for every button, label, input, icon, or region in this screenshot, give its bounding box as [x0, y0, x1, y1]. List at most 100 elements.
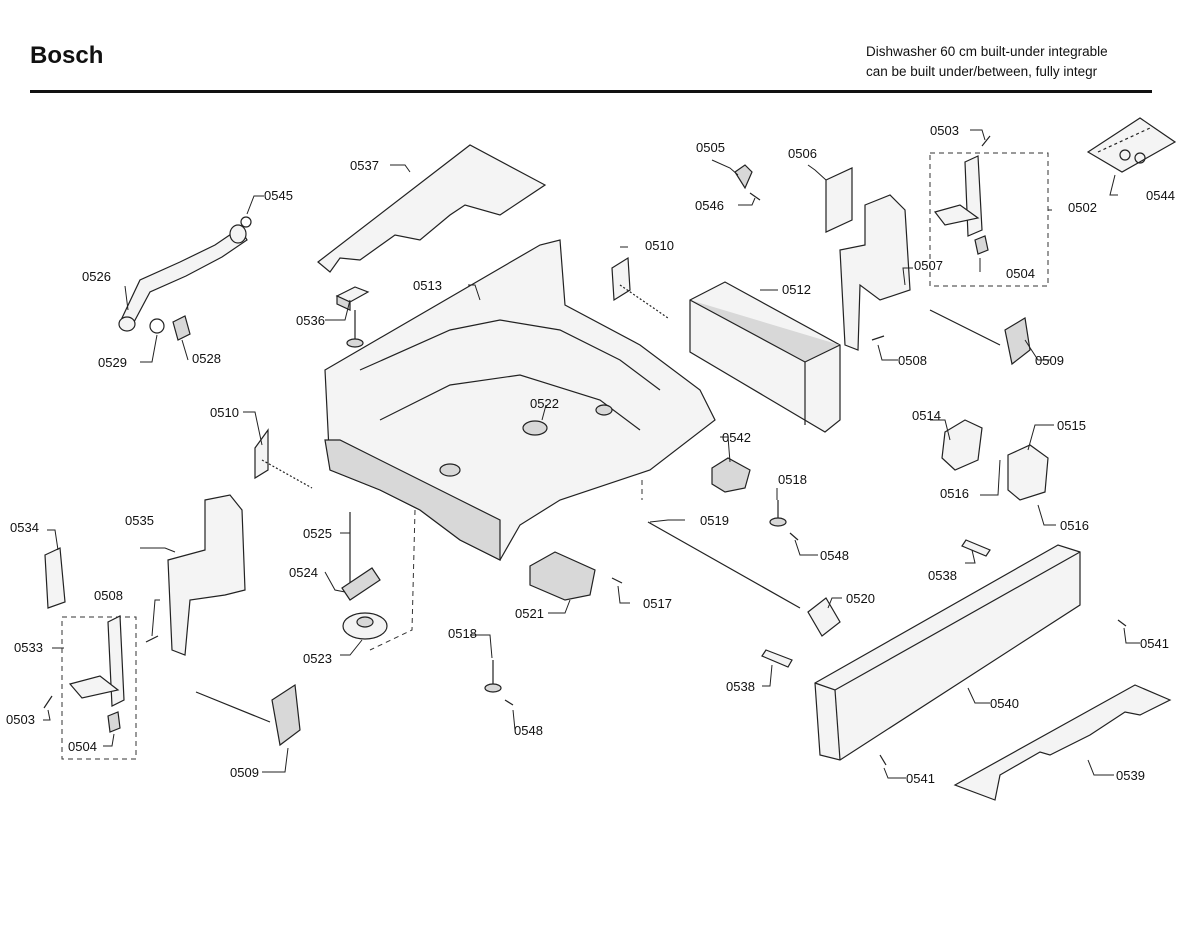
label-0506: 0506	[788, 146, 817, 161]
description-line-2: can be built under/between, fully integr	[866, 64, 1098, 79]
part-0503-screw-lower	[43, 695, 53, 709]
label-0528: 0528	[192, 351, 221, 366]
part-0540-front-panel	[814, 544, 1081, 761]
part-0505-knob	[734, 164, 753, 190]
part-0507-side-plate	[839, 194, 911, 351]
part-0514-holder	[941, 419, 983, 471]
part-0515-cover	[1007, 444, 1049, 501]
part-0539-toe-board	[953, 684, 1172, 801]
header-rule	[30, 90, 1152, 93]
label-0522: 0522	[530, 396, 559, 411]
part-0509-sensor-lower	[195, 683, 301, 747]
label-0539: 0539	[1116, 768, 1145, 783]
label-0523: 0523	[303, 651, 332, 666]
part-0538-bolt-upper	[961, 539, 991, 557]
label-0546: 0546	[695, 198, 724, 213]
label-0513: 0513	[413, 278, 442, 293]
brand-title: Bosch	[30, 42, 104, 69]
part-0528-clip	[172, 315, 191, 341]
label-0508-upper: 0508	[898, 353, 927, 368]
label-0507: 0507	[914, 258, 943, 273]
label-0516-right: 0516	[1060, 518, 1089, 533]
part-0544-hardware-bag	[1086, 117, 1177, 173]
label-0544: 0544	[1146, 188, 1175, 203]
label-0515: 0515	[1057, 418, 1086, 433]
part-0508-screw-upper	[871, 335, 885, 341]
label-0524: 0524	[289, 565, 318, 580]
part-0533-hinge-kit	[61, 615, 137, 760]
part-0548-screw-right	[789, 532, 799, 541]
part-0508-screw-lower	[145, 635, 159, 643]
label-0521: 0521	[515, 606, 544, 621]
label-0533: 0533	[14, 640, 43, 655]
label-0508-lower: 0508	[94, 588, 123, 603]
label-0510-upper: 0510	[645, 238, 674, 253]
part-0538-bolt-lower	[761, 649, 793, 668]
description-line-1: Dishwasher 60 cm built-under integrable	[866, 44, 1108, 59]
part-0509-sensor-upper	[929, 309, 1031, 366]
label-0503-lower: 0503	[6, 712, 35, 727]
label-0504-lower: 0504	[68, 739, 97, 754]
label-0518-right: 0518	[778, 472, 807, 487]
label-0509-upper: 0509	[1035, 353, 1064, 368]
label-0541-lower: 0541	[906, 771, 935, 786]
label-0505: 0505	[696, 140, 725, 155]
label-0525: 0525	[303, 526, 332, 541]
part-0546-screw	[749, 192, 761, 201]
label-0541-upper: 0541	[1140, 636, 1169, 651]
part-0542-relay	[711, 457, 751, 493]
label-0537: 0537	[350, 158, 379, 173]
part-0510-spring-upper	[611, 256, 669, 319]
label-0517: 0517	[643, 596, 672, 611]
part-0529-clamp	[149, 318, 165, 334]
part-0513-base-tub	[324, 239, 716, 561]
part-0512-control-module	[689, 281, 841, 433]
label-0538-upper: 0538	[928, 568, 957, 583]
label-0510-lower: 0510	[210, 405, 239, 420]
label-0514: 0514	[912, 408, 941, 423]
label-0538-lower: 0538	[726, 679, 755, 694]
part-0526-drain-hose	[118, 216, 252, 332]
part-0510-spring-lower	[254, 428, 313, 489]
label-0545: 0545	[264, 188, 293, 203]
label-0536: 0536	[296, 313, 325, 328]
label-0519: 0519	[700, 513, 729, 528]
part-0518-bolt-right	[769, 500, 787, 527]
label-0540: 0540	[990, 696, 1019, 711]
label-0518-center: 0518	[448, 626, 477, 641]
part-0502-hinge-kit	[929, 152, 1049, 287]
part-labels: 0537 0545 0526 0513 0510 0512 0507 0536 …	[6, 123, 1175, 786]
leader-lines	[43, 129, 1140, 779]
part-0548-screw-center	[504, 699, 514, 706]
label-0512: 0512	[782, 282, 811, 297]
label-0504-upper: 0504	[1006, 266, 1035, 281]
part-0524-float	[341, 567, 381, 601]
part-0535-side-bracket	[167, 494, 246, 656]
part-0503-screw-top	[981, 135, 991, 147]
label-0548-right: 0548	[820, 548, 849, 563]
label-0548-center: 0548	[514, 723, 543, 738]
label-0509-lower: 0509	[230, 765, 259, 780]
label-0529: 0529	[98, 355, 127, 370]
label-0535: 0535	[125, 513, 154, 528]
part-0506-bracket	[825, 167, 853, 233]
part-0523-wheel	[342, 612, 388, 640]
label-0502: 0502	[1068, 200, 1097, 215]
part-0534-clip	[44, 547, 66, 609]
part-0541-screw-lower	[879, 754, 887, 766]
part-0537-cover-plate	[317, 144, 547, 273]
label-0542: 0542	[722, 430, 751, 445]
label-0520: 0520	[846, 591, 875, 606]
part-0519-rod	[647, 521, 801, 609]
part-0541-screw-upper	[1117, 619, 1127, 627]
label-0534: 0534	[10, 520, 39, 535]
label-0516-left: 0516	[940, 486, 969, 501]
part-0520-cap	[807, 597, 841, 637]
label-0503-upper: 0503	[930, 123, 959, 138]
model-description: Dishwasher 60 cm built-under integrable …	[866, 42, 1108, 82]
part-0536-bracket-screw	[335, 286, 370, 348]
part-0521-valve	[529, 551, 596, 601]
part-0517-screw	[611, 577, 623, 584]
part-0518-bolt-center	[484, 660, 502, 693]
